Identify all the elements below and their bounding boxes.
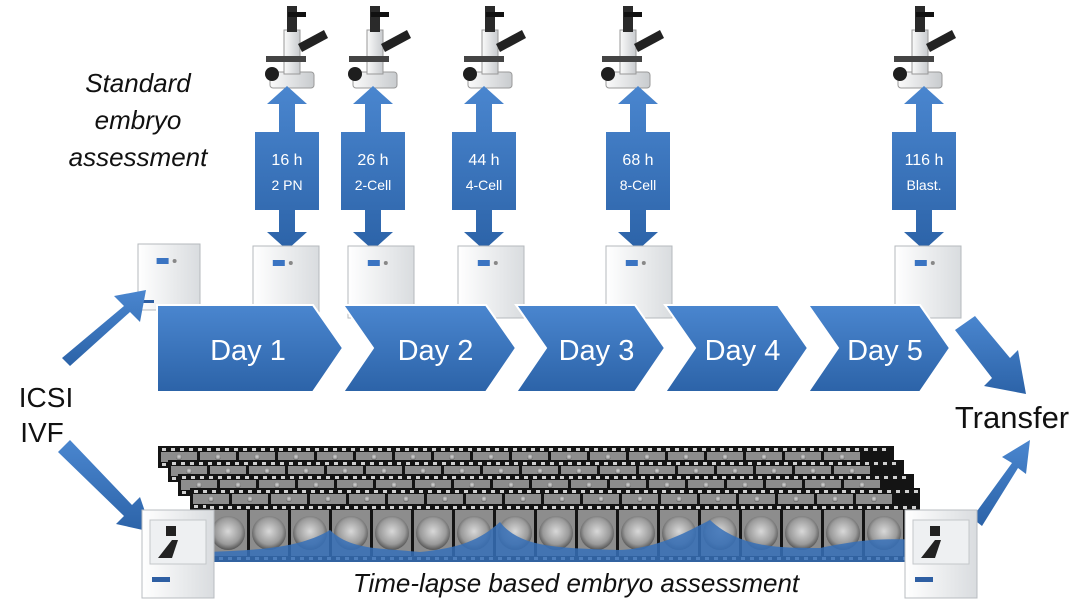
timelapse-film-strips bbox=[158, 446, 920, 562]
checkpoint-time: 44 h bbox=[468, 152, 499, 169]
checkpoint-time: 68 h bbox=[622, 152, 653, 169]
double-arrow bbox=[255, 86, 319, 250]
timelapse-wave bbox=[206, 520, 920, 562]
incubator-icon bbox=[137, 243, 201, 311]
checkpoint-time: 116 h bbox=[905, 152, 944, 169]
day-chevron-4: Day 4 bbox=[663, 304, 810, 393]
day-label: Day 4 bbox=[705, 335, 781, 367]
day-label: Day 3 bbox=[559, 335, 635, 367]
checkpoint-stage: 2 PN bbox=[271, 177, 302, 193]
checkpoint-stage: 8-Cell bbox=[620, 177, 657, 193]
microscope-icon bbox=[601, 6, 664, 89]
day-chevron-2: Day 2 bbox=[341, 304, 518, 393]
standard-label-line-1: Standard bbox=[85, 68, 192, 98]
double-arrow bbox=[606, 86, 670, 250]
arrow-to-transfer-top bbox=[955, 316, 1026, 394]
day-chevron-5: Day 5 bbox=[806, 304, 952, 393]
checkpoint-2: 26 h 2-Cell bbox=[341, 86, 405, 250]
day-label: Day 5 bbox=[847, 335, 923, 367]
arrow-timelapse-to-transfer bbox=[972, 440, 1030, 526]
checkpoint-stage: 4-Cell bbox=[466, 177, 503, 193]
day-label: Day 1 bbox=[210, 335, 286, 367]
double-arrow bbox=[452, 86, 516, 250]
checkpoint-time: 16 h bbox=[271, 152, 302, 169]
microscope-icon bbox=[265, 6, 328, 89]
timelapse-incubator-left bbox=[141, 509, 215, 599]
checkpoint-time: 26 h bbox=[357, 152, 388, 169]
checkpoint-arrows: 16 h 2 PN 26 h 2-Cell 44 h 4-Cell 68 h 8-Cell 11… bbox=[255, 86, 956, 250]
arrow-ivf-to-timelapse bbox=[58, 440, 152, 532]
day-chevron-1: Day 1 bbox=[156, 304, 345, 393]
timelapse-incubator-right bbox=[904, 509, 978, 599]
checkpoint-stage: Blast. bbox=[906, 177, 941, 193]
checkpoint-5: 116 h Blast. bbox=[892, 86, 956, 250]
checkpoint-3: 44 h 4-Cell bbox=[452, 86, 516, 250]
microscopes bbox=[265, 6, 956, 89]
checkpoint-1: 16 h 2 PN bbox=[255, 86, 319, 250]
day-label: Day 2 bbox=[398, 335, 474, 367]
checkpoint-4: 68 h 8-Cell bbox=[606, 86, 670, 250]
day-chevrons: Day 1 Day 2 Day 3 Day 4 Day 5 bbox=[156, 304, 952, 393]
microscope-icon bbox=[893, 6, 956, 89]
checkpoint-stage: 2-Cell bbox=[355, 177, 392, 193]
ivf-label: IVF bbox=[20, 417, 64, 448]
standard-label-line-2: embryo bbox=[95, 105, 182, 135]
microscope-icon bbox=[463, 6, 526, 89]
day-chevron-3: Day 3 bbox=[514, 304, 667, 393]
arrow-to-incubator bbox=[62, 290, 146, 366]
microscope-icon bbox=[348, 6, 411, 89]
double-arrow bbox=[341, 86, 405, 250]
timelapse-label: Time-lapse based embryo assessment bbox=[353, 568, 801, 598]
icsi-label: ICSI bbox=[19, 382, 73, 413]
transfer-label: Transfer bbox=[955, 400, 1069, 435]
double-arrow bbox=[892, 86, 956, 250]
standard-label-line-3: assessment bbox=[69, 142, 209, 172]
